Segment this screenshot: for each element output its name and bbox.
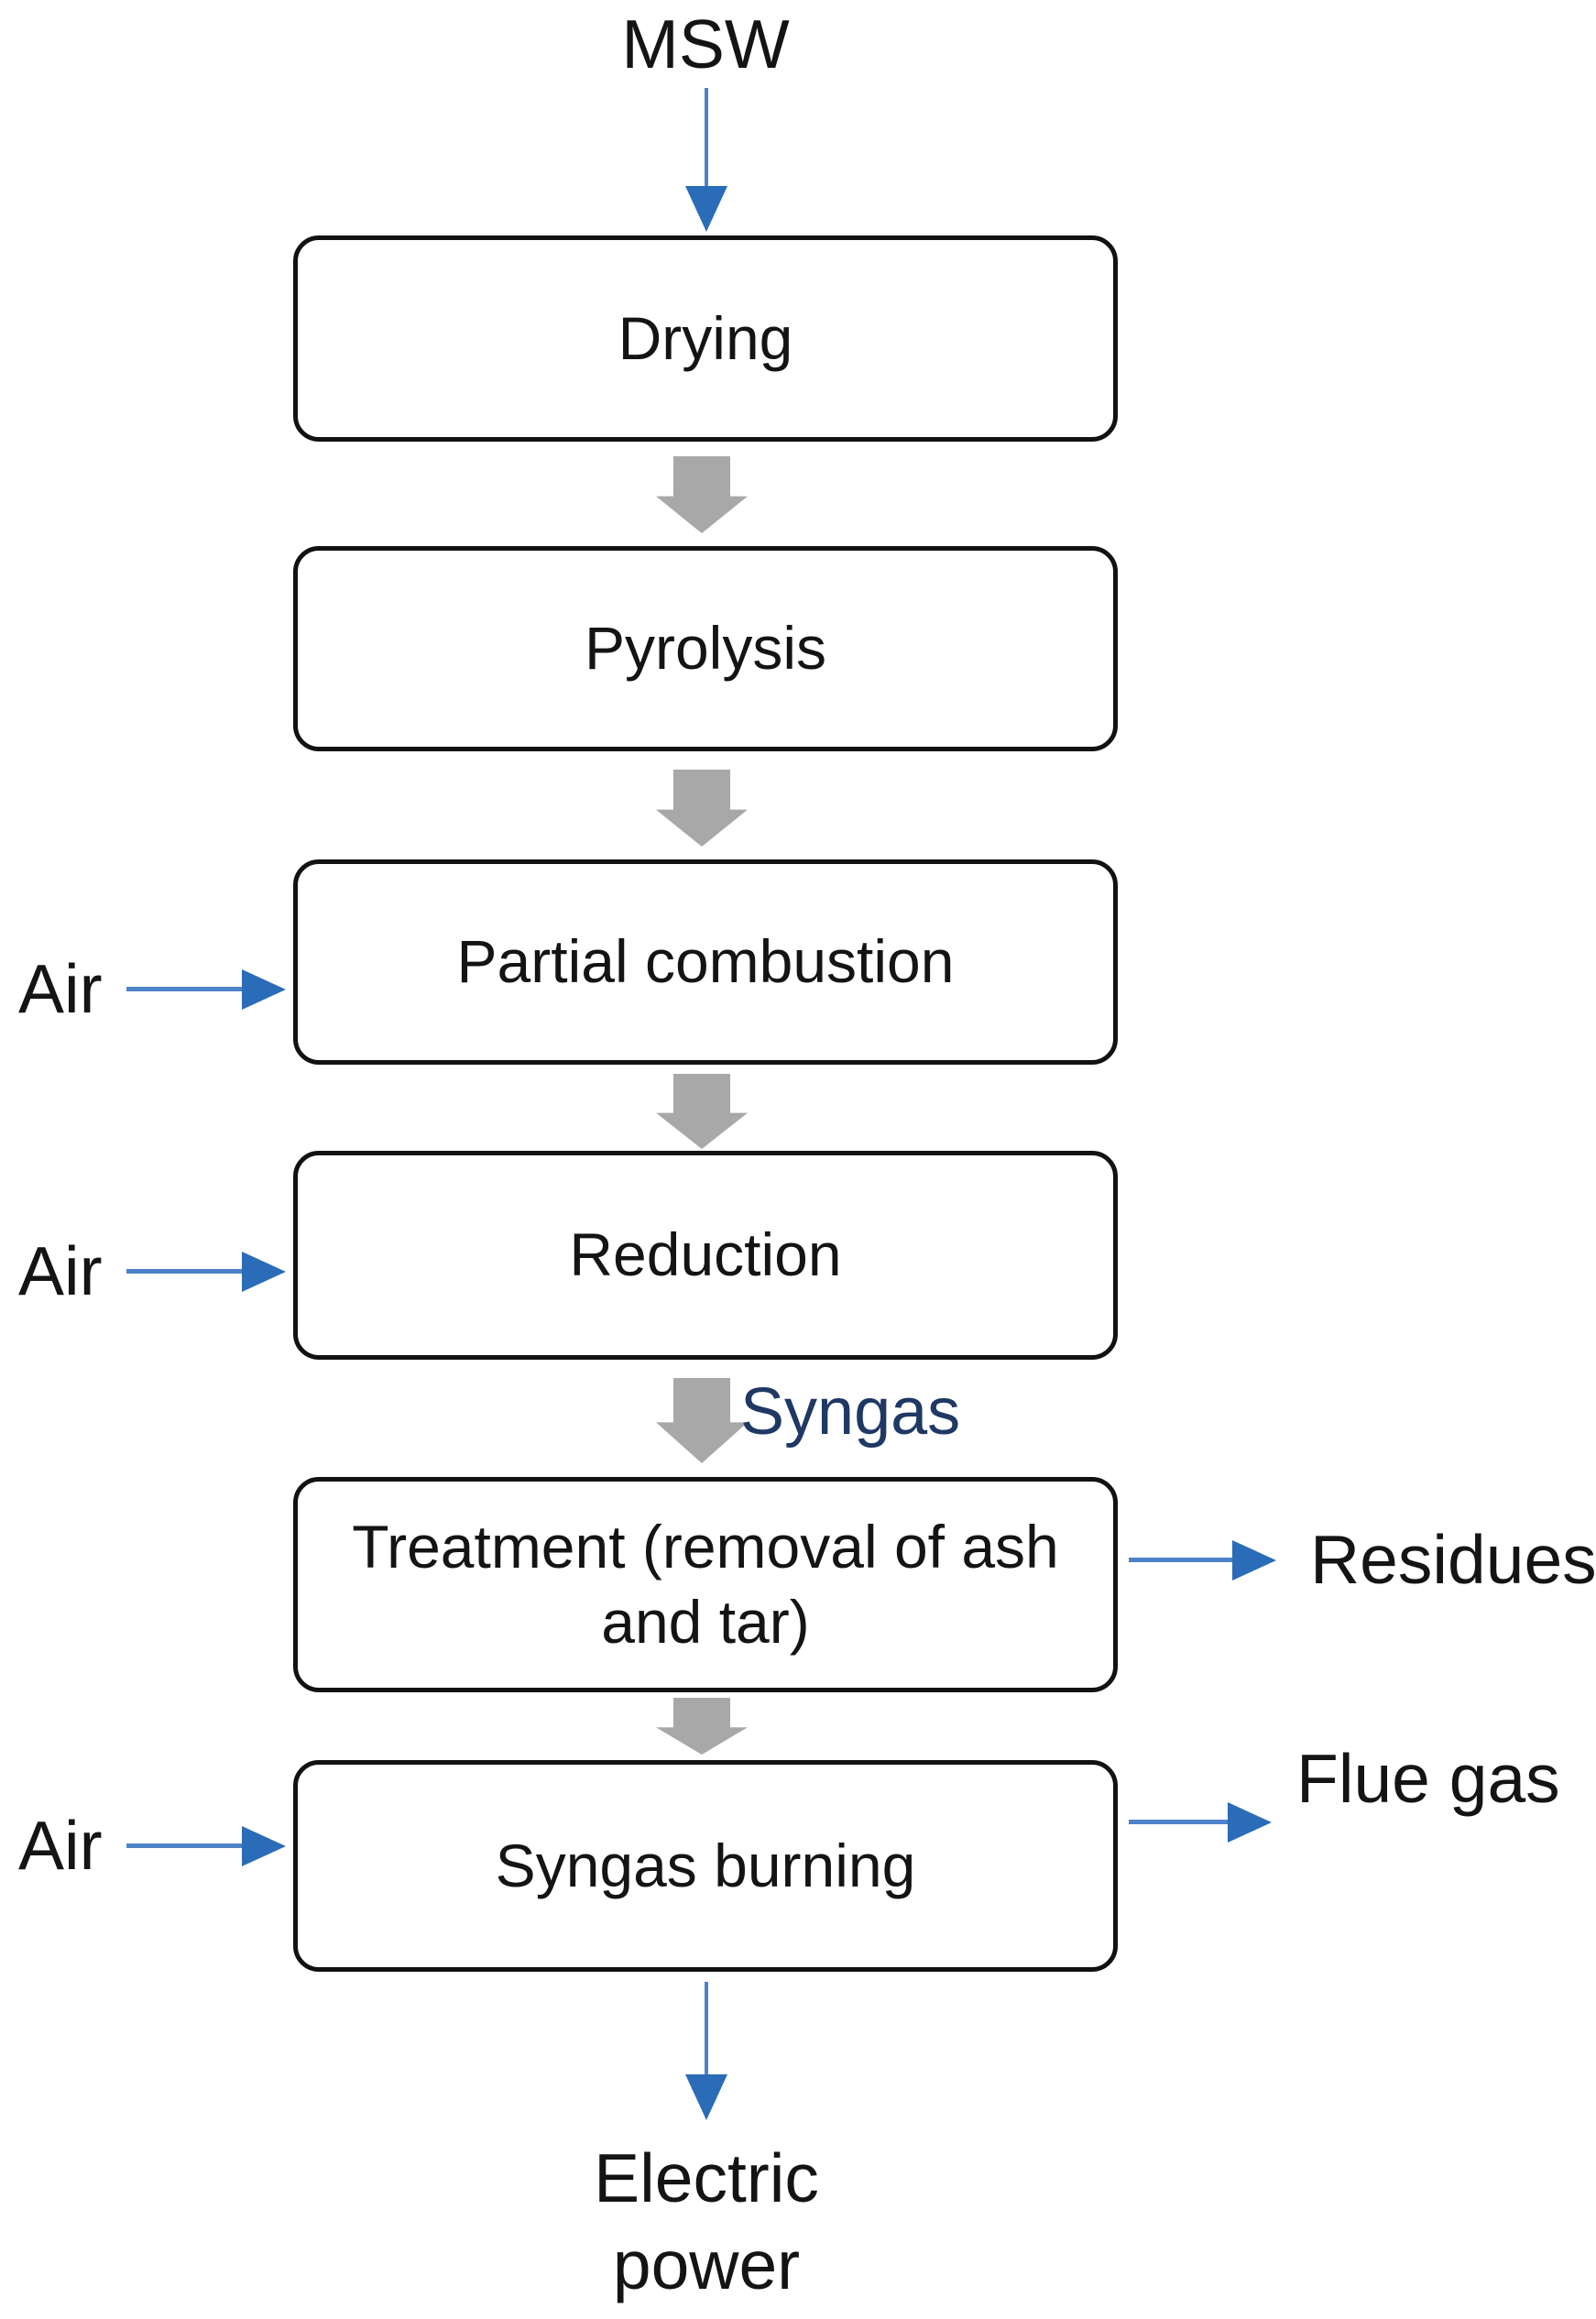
process-box-label: Pyrolysis [584, 614, 827, 683]
process-box-reduction: Reduction [293, 1151, 1118, 1360]
flue-gas-output-label: Flue gas [1296, 1740, 1560, 1817]
process-box-label: Drying [618, 303, 793, 372]
process-box-label: Treatment (removal of ash and tar) [352, 1512, 1059, 1656]
arrow-shaft [1129, 1558, 1234, 1562]
process-box-syngas-burning: Syngas burning [293, 1760, 1118, 1972]
process-box-label: Reduction [569, 1220, 842, 1289]
syngas-label: Syngas [740, 1375, 961, 1449]
msw-input-label: MSW [621, 5, 790, 82]
arrow-head [1232, 1540, 1276, 1581]
process-box-partial-combustion: Partial combustion [293, 859, 1118, 1065]
flow-arrow-down-icon [656, 1698, 748, 1755]
arrow-shaft [126, 987, 244, 991]
air-label: Air [18, 1232, 103, 1309]
residues-output-label: Residues [1310, 1521, 1596, 1598]
arrow-shaft [1129, 1820, 1230, 1824]
arrow-shaft [126, 1843, 244, 1848]
arrow-head [242, 1252, 286, 1292]
flow-arrow-down-icon [656, 1378, 748, 1463]
flow-arrow-down-icon [656, 1074, 748, 1149]
process-box-drying: Drying [293, 235, 1118, 442]
process-box-pyrolysis: Pyrolysis [293, 546, 1118, 751]
air-label: Air [18, 1807, 103, 1884]
process-box-label: Syngas burning [495, 1831, 916, 1899]
process-box-label: Partial combustion [456, 927, 955, 996]
arrow-head [242, 969, 286, 1010]
arrow-shaft [705, 1982, 708, 2076]
arrow-head [242, 1826, 286, 1866]
arrow-head [685, 186, 727, 232]
flow-arrow-down-icon [656, 770, 748, 847]
arrow-shaft [705, 88, 708, 189]
process-box-treatment: Treatment (removal of ash and tar) [293, 1477, 1118, 1692]
arrow-head [685, 2074, 727, 2120]
arrow-shaft [126, 1269, 244, 1274]
flow-arrow-down-icon [656, 456, 748, 533]
air-label: Air [18, 950, 103, 1027]
electric-power-output-label: Electric power [594, 2139, 819, 2303]
arrow-head [1228, 1802, 1272, 1843]
